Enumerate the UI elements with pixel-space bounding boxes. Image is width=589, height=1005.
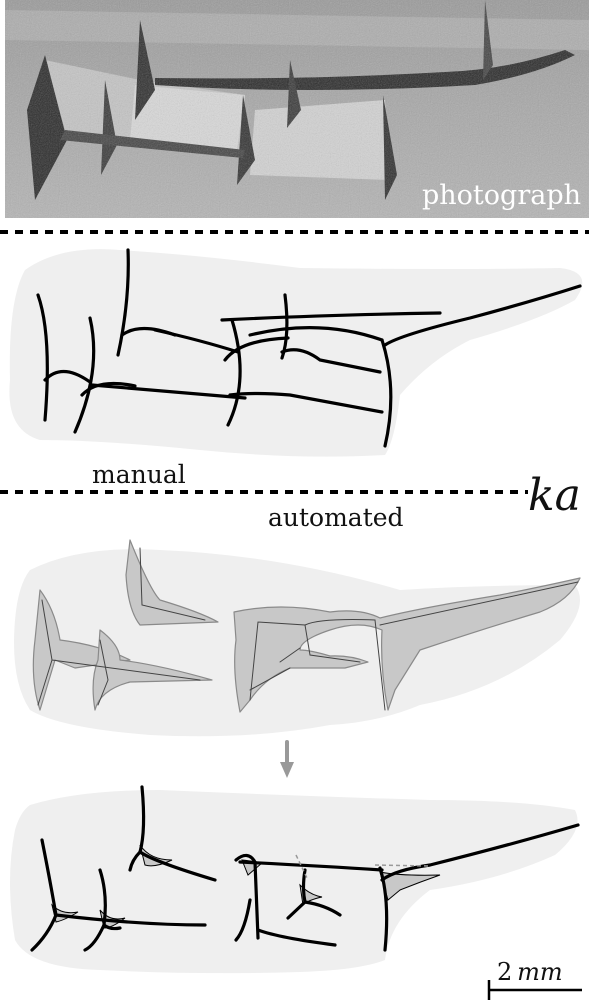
final-background-blob — [10, 790, 578, 973]
final-panel — [10, 787, 578, 973]
scale-unit: mm — [517, 958, 563, 986]
sign-reading-label: ka — [528, 470, 581, 521]
manual-label: manual — [92, 460, 186, 489]
automated-panel — [14, 540, 580, 736]
manual-panel — [9, 249, 582, 456]
scale-number: 2 — [497, 958, 512, 986]
automated-label: automated — [268, 503, 404, 532]
manual-background-blob — [9, 249, 582, 456]
down-arrow-icon — [280, 742, 294, 778]
scale-bar-label: 2 mm — [497, 958, 563, 986]
